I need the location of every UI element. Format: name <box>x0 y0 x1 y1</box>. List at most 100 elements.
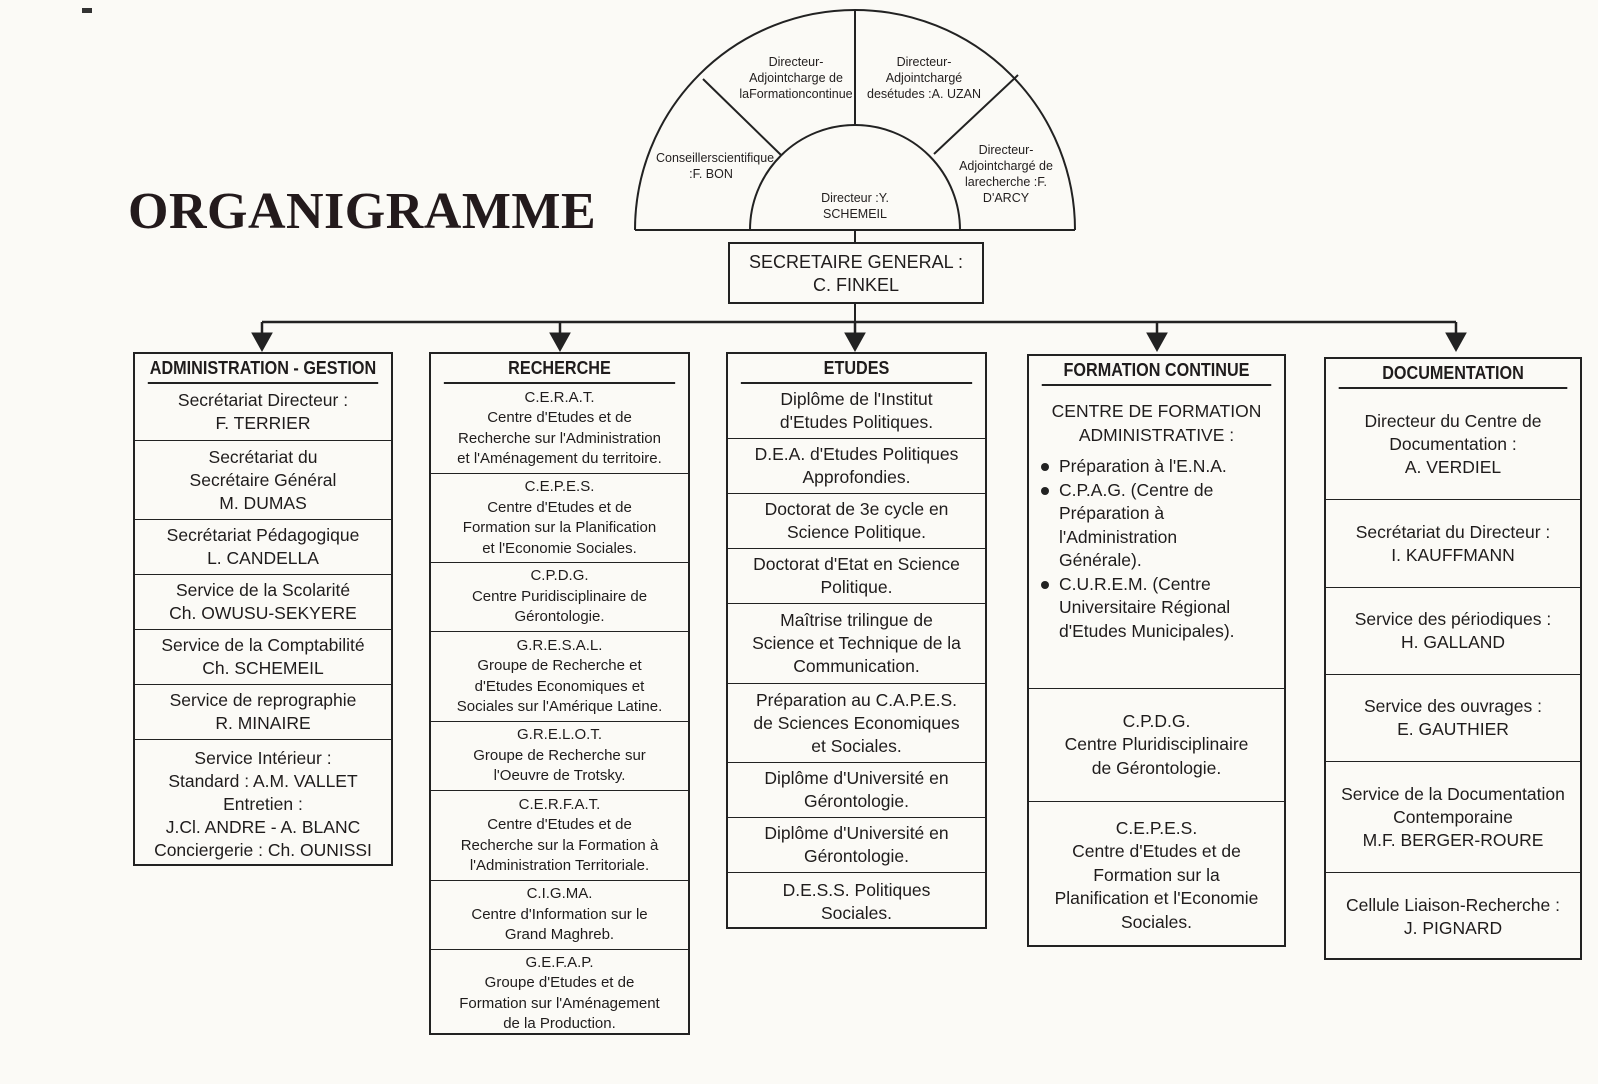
text-line: Groupe d'Etudes et de <box>484 974 635 991</box>
text-line: CENTRE DE FORMATION <box>1051 401 1262 421</box>
text-line: Secrétariat Pédagogique <box>166 525 360 545</box>
text-line: C.U.R.E.M. (Centre <box>1059 573 1211 594</box>
column-title: FORMATION CONTINUE <box>1041 356 1272 386</box>
text-line: D.E.S.S. Politiques <box>782 879 931 900</box>
org-unit-cell: Service Intérieur :Standard : A.M. VALLE… <box>135 740 391 868</box>
text-line: I. KAUFFMANN <box>1391 544 1515 565</box>
org-unit-cell: Secrétariat Directeur :F. TERRIER <box>135 384 391 441</box>
text-line: Service de la Scolarité <box>175 580 351 600</box>
text-line: J.Cl. ANDRE - A. BLANC <box>165 816 361 837</box>
text-line: d'Etudes Economiques et <box>474 677 645 695</box>
text-line: Service des ouvrages : <box>1363 696 1542 716</box>
arrow-formation <box>1146 322 1168 353</box>
text-line: A. VERDIEL <box>1404 456 1502 477</box>
text-line: Centre d'Etudes et de <box>487 498 632 516</box>
text-line: Groupe de Recherche sur <box>473 746 646 764</box>
text-line: Science et Technique de la <box>752 633 961 653</box>
org-unit-cell: Doctorat de 3e cycle en Science Politique… <box>728 494 985 549</box>
text-line: Directeur-Adjoint <box>885 55 952 85</box>
org-unit-cell: Diplôme de l'Institut d'Etudes Politiques… <box>728 384 985 439</box>
text-line: Centre Puridisciplinaire de <box>471 587 648 605</box>
text-line: d'Etudes Municipales). <box>1059 620 1235 641</box>
text-line: Diplôme de l'Institut <box>780 389 933 409</box>
text-line: études : <box>887 87 932 101</box>
text-line: Ch. OWUSU-SEKYERE <box>169 603 357 623</box>
text-line: Groupe de Recherche et <box>477 657 642 674</box>
text-line: C.P.D.G. <box>530 567 589 585</box>
text-line: Standard : A.M. VALLET <box>168 770 358 791</box>
arrow-etudes <box>844 322 866 353</box>
text-line: Centre d'Etudes et de <box>487 816 632 833</box>
text-line: Service des périodiques : <box>1354 609 1552 629</box>
sector-adjoint-recherche: Directeur-Adjointchargé de larecherche :… <box>944 142 1068 206</box>
text-line: Recherche sur l'Administration <box>458 429 661 447</box>
text-line: F. TERRIER <box>215 413 311 433</box>
text-line: Gérontologie. <box>803 846 910 866</box>
sector-adjoint-etudes: Directeur-Adjointchargé desétudes :A. UZ… <box>862 54 986 102</box>
text-line: M. DUMAS <box>219 492 307 513</box>
text-line: E. GAUTHIER <box>1397 719 1509 739</box>
text-line: et Sociales. <box>811 735 902 756</box>
text-line: ADMINISTRATIVE : <box>1078 424 1235 445</box>
text-line: Sociales. <box>1120 911 1192 932</box>
sector-conseiller: Conseillerscientifique :F. BON <box>656 150 774 182</box>
sector-directeur: Directeur :Y. SCHEMEIL <box>790 190 920 222</box>
column-recherche: RECHERCHE C.E.R.A.T.Centre d'Etudes et d… <box>429 352 690 1035</box>
arrow-administration <box>251 322 273 353</box>
sg-name: C. FINKEL <box>812 275 900 295</box>
text-line: Formation <box>749 87 806 101</box>
text-line: Directeur-Adjoint <box>749 55 824 85</box>
text-line: Préparation à <box>1059 503 1165 523</box>
column-administration: ADMINISTRATION - GESTION Secrétariat Dir… <box>133 352 393 866</box>
text-line: Service de la Documentation <box>1341 783 1565 804</box>
text-line: L. CANDELLA <box>207 548 319 568</box>
text-line: continue <box>805 87 853 101</box>
text-line: chargé des <box>867 71 963 101</box>
text-line: Conciergerie : Ch. OUNISSI <box>154 839 372 860</box>
text-line: Service de reprographie <box>169 690 357 710</box>
text-line: C.I.G.MA. <box>526 885 593 903</box>
text-line: Sociales. <box>820 902 892 923</box>
text-line: D.E.A. d'Etudes Politiques <box>754 444 959 464</box>
text-line: Science Politique. <box>786 522 927 542</box>
text-line: Sociales sur l'Amérique Latine. <box>456 698 663 715</box>
text-line: Recherche sur la Formation à <box>460 836 659 854</box>
text-line: Formation sur la <box>1093 864 1220 885</box>
column-formation-continue: FORMATION CONTINUE CENTRE DE FORMATION AD… <box>1027 354 1286 947</box>
text-line: Approfondies. <box>802 467 911 487</box>
text-line: R. MINAIRE <box>215 713 311 733</box>
text-line: M.F. BERGER-ROURE <box>1362 829 1544 850</box>
text-line: de Gérontologie. <box>1091 757 1222 778</box>
text-line: C.E.R.F.A.T. <box>518 795 601 813</box>
text-line: Ch. SCHEMEIL <box>202 658 324 678</box>
text-line: scientifique : <box>689 151 775 181</box>
text-line: C.E.P.E.S. <box>524 478 595 495</box>
text-line: Politique. <box>820 577 893 597</box>
text-line: Gérontologie. <box>514 608 605 626</box>
cfa-title: CENTRE DE FORMATION ADMINISTRATIVE : <box>1029 400 1284 447</box>
text-line: l'Administration Territoriale. <box>469 857 650 874</box>
cells-etudes: Diplôme de l'Institut d'Etudes Politiques… <box>728 384 985 930</box>
cfa-list: Préparation à l'E.N.A. C.P.A.G. (Centre … <box>1029 455 1284 643</box>
text-line: Doctorat de 3e cycle en <box>764 499 949 519</box>
text-line: J. PIGNARD <box>1403 917 1503 938</box>
text-line: l'Administration <box>1059 526 1178 547</box>
sector-adjoint-formation: Directeur-Adjointcharge de laFormationco… <box>733 54 859 102</box>
text-line: recherche : <box>974 175 1038 189</box>
text-line: Centre d'Etudes et de <box>1072 841 1241 862</box>
text-line: H. GALLAND <box>1400 632 1506 652</box>
divider-3 <box>933 74 1019 155</box>
text-line: G.R.E.L.O.T. <box>516 726 603 744</box>
text-line: Cellule Liaison-Recherche : <box>1346 894 1560 915</box>
text-line: d'Etudes Politiques. <box>779 412 934 432</box>
